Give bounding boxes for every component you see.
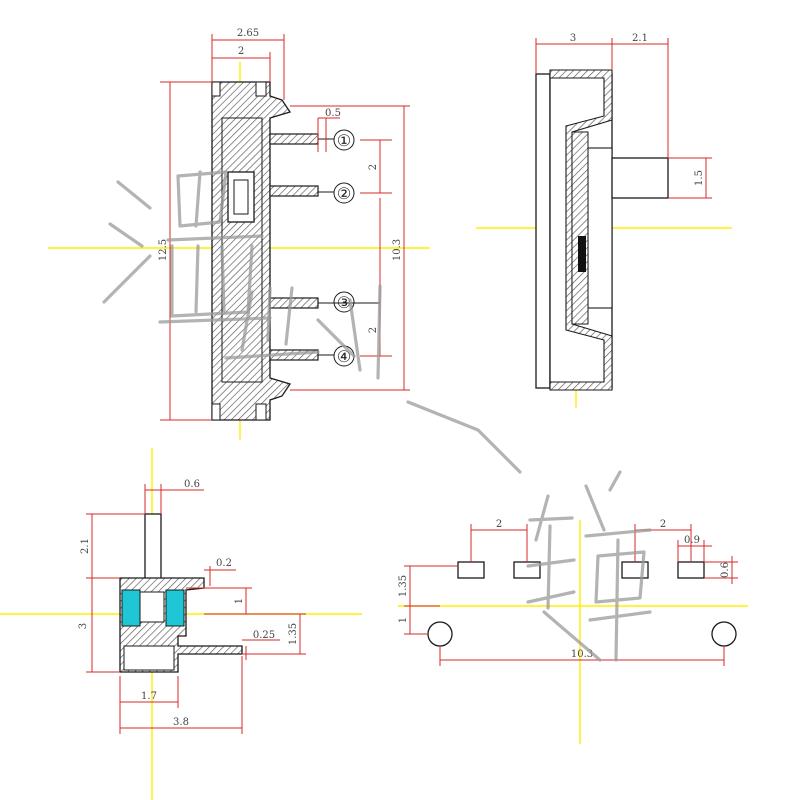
bottom-dim-pitch-left: 2 — [496, 519, 502, 530]
side-actuator — [611, 157, 669, 199]
end-dim-1-35: 1.35 — [288, 623, 299, 645]
pin-1-label: ① — [337, 131, 351, 150]
front-notch-bl — [211, 403, 221, 421]
pin-2-lead — [269, 185, 319, 197]
front-dim-12-5: 12.5 — [158, 239, 169, 261]
front-view: ① ② ③ ④ — [48, 28, 430, 440]
front-dim-pitch-upper: 2 — [368, 164, 379, 170]
side-view: 3 2.1 1.5 — [476, 33, 732, 408]
bottom-hole-left — [427, 621, 453, 647]
side-contact — [578, 236, 586, 272]
front-dim-2-65: 2.65 — [237, 28, 259, 39]
bottom-dim-1-35: 1.35 — [398, 575, 409, 597]
end-view: 0.6 2.1 3 0.2 1 0.25 1.35 1.7 3.8 — [0, 448, 362, 800]
end-dim-0-6: 0.6 — [184, 479, 200, 490]
bottom-dim-1: 1 — [398, 617, 409, 623]
front-notch-tl — [211, 81, 221, 97]
front-dim-pitch-lower: 2 — [368, 327, 379, 333]
bottom-pad-4 — [677, 561, 705, 579]
bottom-dim-0-9: 0.9 — [684, 535, 700, 546]
side-inner-frame — [587, 147, 613, 309]
end-slider-right — [165, 589, 185, 627]
end-actuator — [144, 513, 162, 581]
end-slider-left — [121, 589, 141, 627]
pin-1-lead — [269, 133, 319, 145]
end-dim-0-25: 0.25 — [253, 630, 275, 641]
front-dim-0-5: 0.5 — [325, 108, 341, 119]
front-notch-br — [255, 403, 267, 421]
front-slider-inner — [233, 179, 249, 215]
bottom-pad-1 — [457, 561, 485, 579]
side-dim-2-1: 2.1 — [632, 33, 648, 44]
front-dim-2: 2 — [238, 46, 244, 57]
watermark — [102, 170, 652, 662]
bottom-view: 2 2 0.9 0.6 1.35 1 10.3 — [398, 519, 748, 744]
side-dim-3: 3 — [570, 33, 576, 44]
front-dim-10-3: 10.3 — [392, 239, 403, 261]
front-notch-tr — [255, 81, 267, 97]
side-shell — [549, 69, 613, 391]
bottom-dim-0-6: 0.6 — [720, 562, 731, 578]
pin-2-label: ② — [337, 184, 351, 203]
bottom-dim-10-3: 10.3 — [571, 649, 593, 660]
end-dim-3-8: 3.8 — [173, 717, 189, 728]
pin-3-lead — [269, 297, 319, 309]
end-dim-2-1: 2.1 — [80, 538, 91, 554]
side-base-plate — [535, 73, 551, 389]
side-dim-1-5: 1.5 — [694, 170, 705, 186]
end-dim-1-7: 1.7 — [141, 691, 157, 702]
end-dim-0-2: 0.2 — [216, 558, 232, 569]
end-dim-1: 1 — [234, 598, 245, 604]
bottom-hole-right — [711, 621, 737, 647]
end-dim-3: 3 — [78, 623, 89, 629]
bottom-dim-pitch-right: 2 — [660, 519, 666, 530]
